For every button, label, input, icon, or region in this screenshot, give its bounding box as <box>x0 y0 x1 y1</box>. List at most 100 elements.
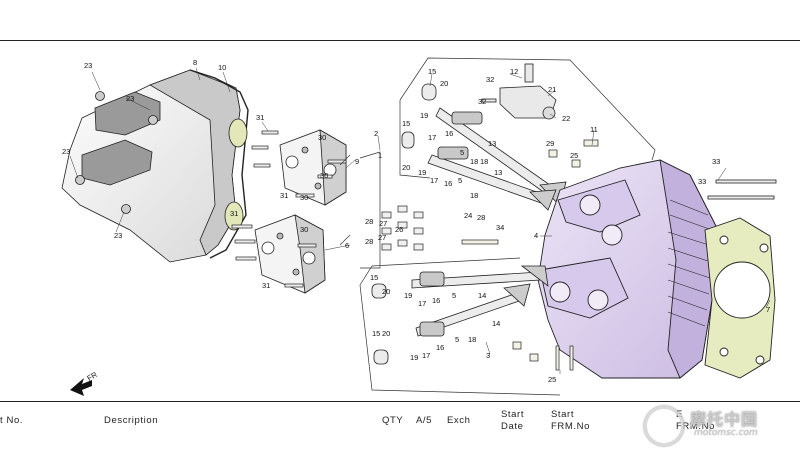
callout: 31 <box>230 209 238 218</box>
col-start-frm-line2: FRM.No <box>551 421 590 432</box>
callout: 23 <box>114 231 122 240</box>
callout: 5 <box>458 176 462 185</box>
col-start-date-line2: Date <box>501 421 524 432</box>
col-part-no: t No. <box>0 415 24 426</box>
callout: 5 <box>455 335 459 344</box>
callout: 23 <box>62 147 70 156</box>
callout: 27 <box>379 219 387 228</box>
callout: 18 <box>470 191 478 200</box>
callout: 12 <box>510 67 518 76</box>
callout: 25 <box>570 151 578 160</box>
col-start-date-line1: Start <box>501 409 525 420</box>
callout: 31 <box>280 191 288 200</box>
callout: 1 <box>378 151 382 160</box>
callout: 28 <box>365 217 373 226</box>
callout: 19 <box>410 353 418 362</box>
callout: 6 <box>345 241 349 250</box>
callout-labels: 23 8 10 23 23 23 31 30 30 9 31 30 31 30 … <box>62 58 770 384</box>
callout: 32 <box>478 97 486 106</box>
callout: 29 <box>546 139 554 148</box>
front-direction-label: FR <box>86 370 100 383</box>
camshaft-holder-lower <box>254 214 326 294</box>
leader-lines <box>69 67 771 374</box>
callout: 23 <box>84 61 92 70</box>
callout: 22 <box>562 114 570 123</box>
valve-assembly-upper <box>401 83 567 211</box>
callout: 16 <box>444 179 452 188</box>
callout: 8 <box>193 58 197 67</box>
col-start-frm-line1: Start <box>551 409 575 420</box>
callout: 15 <box>372 329 380 338</box>
col-qty: QTY <box>382 415 404 426</box>
callout: 19 <box>418 168 426 177</box>
callout: 19 <box>404 291 412 300</box>
callout: 28 <box>477 213 485 222</box>
callout: 5 <box>452 291 456 300</box>
front-direction-arrow: FR <box>70 370 99 396</box>
cylinder-head <box>537 159 719 379</box>
callout: 32 <box>486 75 494 84</box>
callout: 17 <box>428 133 436 142</box>
watermark-url: motomsc.com <box>694 428 758 438</box>
callout: 26 <box>395 225 403 234</box>
callout: 15 <box>428 67 436 76</box>
callout: 31 <box>262 281 270 290</box>
callout: 31 <box>256 113 264 122</box>
table-header-rule <box>0 401 800 402</box>
header-rule <box>0 40 800 41</box>
head-gasket <box>704 217 776 379</box>
col-end-frm-line2: FRM.No <box>676 421 715 432</box>
valve-assembly-lower <box>371 265 549 365</box>
callout: 33 <box>698 177 706 186</box>
callout: 33 <box>712 157 720 166</box>
callout: 2 <box>374 129 378 138</box>
head-studs <box>707 179 777 200</box>
callout: 30 <box>300 225 308 234</box>
callout: 3 <box>486 351 490 360</box>
callout: 18 <box>480 157 488 166</box>
small-fittings <box>461 139 599 371</box>
callout: 17 <box>418 299 426 308</box>
callout: 24 <box>464 211 472 220</box>
callout: 20 <box>402 163 410 172</box>
callout: 13 <box>494 168 502 177</box>
callout: 16 <box>432 296 440 305</box>
callout: 7 <box>766 305 770 314</box>
callout: 18 <box>470 157 478 166</box>
holder-bolts <box>231 130 347 288</box>
col-a5: A/5 <box>416 415 433 426</box>
callout: 18 <box>468 335 476 344</box>
callout: 30 <box>300 193 308 202</box>
callout: 28 <box>365 237 373 246</box>
callout: 4 <box>534 231 538 240</box>
watermark-logo-icon <box>644 406 684 446</box>
callout: 14 <box>478 291 486 300</box>
dowel-pins <box>381 205 424 251</box>
callout: 9 <box>355 157 359 166</box>
callout: 25 <box>548 375 556 384</box>
callout: 27 <box>378 233 386 242</box>
callout: 11 <box>590 125 598 134</box>
callout: 10 <box>218 63 226 72</box>
col-description: Description <box>104 415 159 426</box>
callout: 16 <box>436 343 444 352</box>
callout: 34 <box>496 223 504 232</box>
callout: 15 <box>402 119 410 128</box>
callout: 20 <box>382 329 390 338</box>
callout: 5 <box>460 148 464 157</box>
callout: 13 <box>488 139 496 148</box>
cylinder-head-cover <box>61 69 249 263</box>
sensor-assembly <box>481 63 557 120</box>
watermark-logo-text: 摩托中国 <box>690 410 759 429</box>
callout: 15 <box>370 273 378 282</box>
callout: 17 <box>430 176 438 185</box>
callout: 23 <box>126 94 134 103</box>
camshaft-holder-upper <box>279 129 347 206</box>
callout: 30 <box>318 133 326 142</box>
callout: 20 <box>382 287 390 296</box>
group-boundaries <box>339 57 656 396</box>
callout: 30 <box>320 171 328 180</box>
callout: 21 <box>548 85 556 94</box>
callout: 20 <box>440 79 448 88</box>
